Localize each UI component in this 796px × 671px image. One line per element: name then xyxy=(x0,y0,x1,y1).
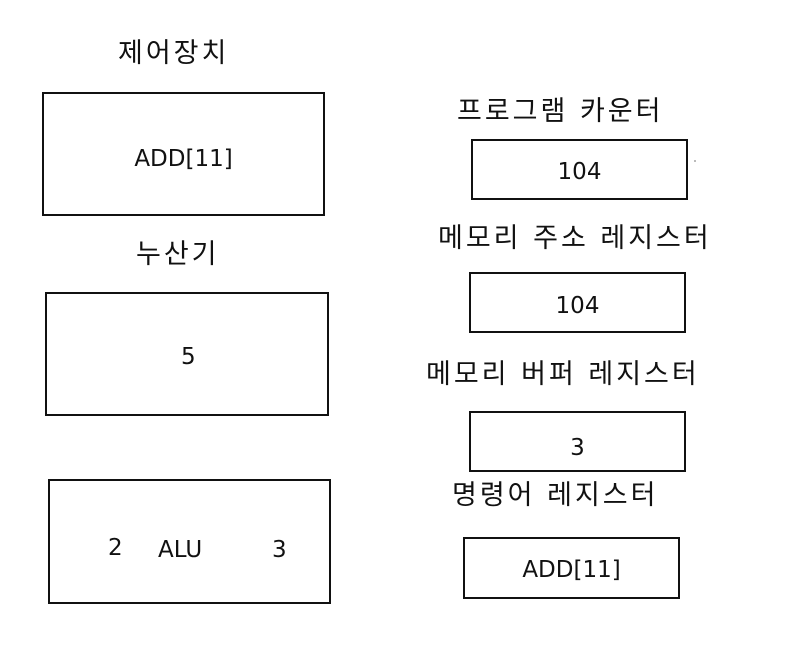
alu-left-operand: 2 xyxy=(108,535,123,561)
program-counter-value: 104 xyxy=(557,159,602,185)
instruction-register-value: ADD[11] xyxy=(522,557,621,583)
memory-address-register-value: 104 xyxy=(555,293,600,319)
stray-dot xyxy=(694,160,696,162)
program-counter-label: 프로그램 카운터 xyxy=(457,96,664,127)
accumulator-label: 누산기 xyxy=(136,239,220,270)
memory-address-register-box: 104 xyxy=(469,272,686,333)
alu-right-operand: 3 xyxy=(272,537,287,563)
alu-box: 2 ALU 3 xyxy=(48,479,331,604)
memory-buffer-register-box: 3 xyxy=(469,411,686,472)
memory-buffer-register-value: 3 xyxy=(570,435,585,461)
memory-buffer-register-label: 메모리 버퍼 레지스터 xyxy=(426,359,700,390)
alu-label: ALU xyxy=(158,537,203,563)
control-unit-label: 제어장치 xyxy=(118,38,230,69)
instruction-register-box: ADD[11] xyxy=(463,537,680,599)
control-unit-value: ADD[11] xyxy=(134,146,233,172)
accumulator-box: 5 xyxy=(45,292,329,416)
program-counter-box: 104 xyxy=(471,139,688,200)
memory-address-register-label: 메모리 주소 레지스터 xyxy=(438,223,712,254)
control-unit-box: ADD[11] xyxy=(42,92,325,216)
accumulator-value: 5 xyxy=(181,344,196,370)
instruction-register-label: 명령어 레지스터 xyxy=(452,480,659,511)
